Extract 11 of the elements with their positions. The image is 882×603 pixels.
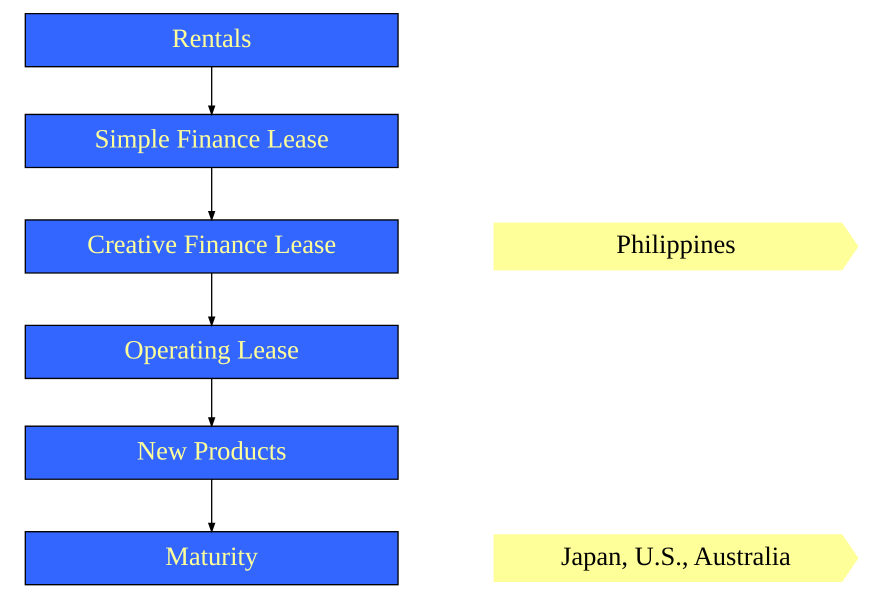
node-box: Operating Lease	[24, 324, 398, 380]
arrow	[207, 273, 215, 328]
arrow	[207, 378, 215, 428]
node-box: Rentals	[24, 12, 398, 68]
arrow	[207, 479, 215, 534]
node-box: Creative Finance Lease	[24, 219, 398, 274]
node-box: New Products	[24, 426, 398, 480]
arrow	[207, 168, 215, 222]
arrow	[207, 66, 215, 116]
node-box: Simple Finance Lease	[24, 114, 398, 168]
node-box: Maturity	[24, 530, 398, 586]
